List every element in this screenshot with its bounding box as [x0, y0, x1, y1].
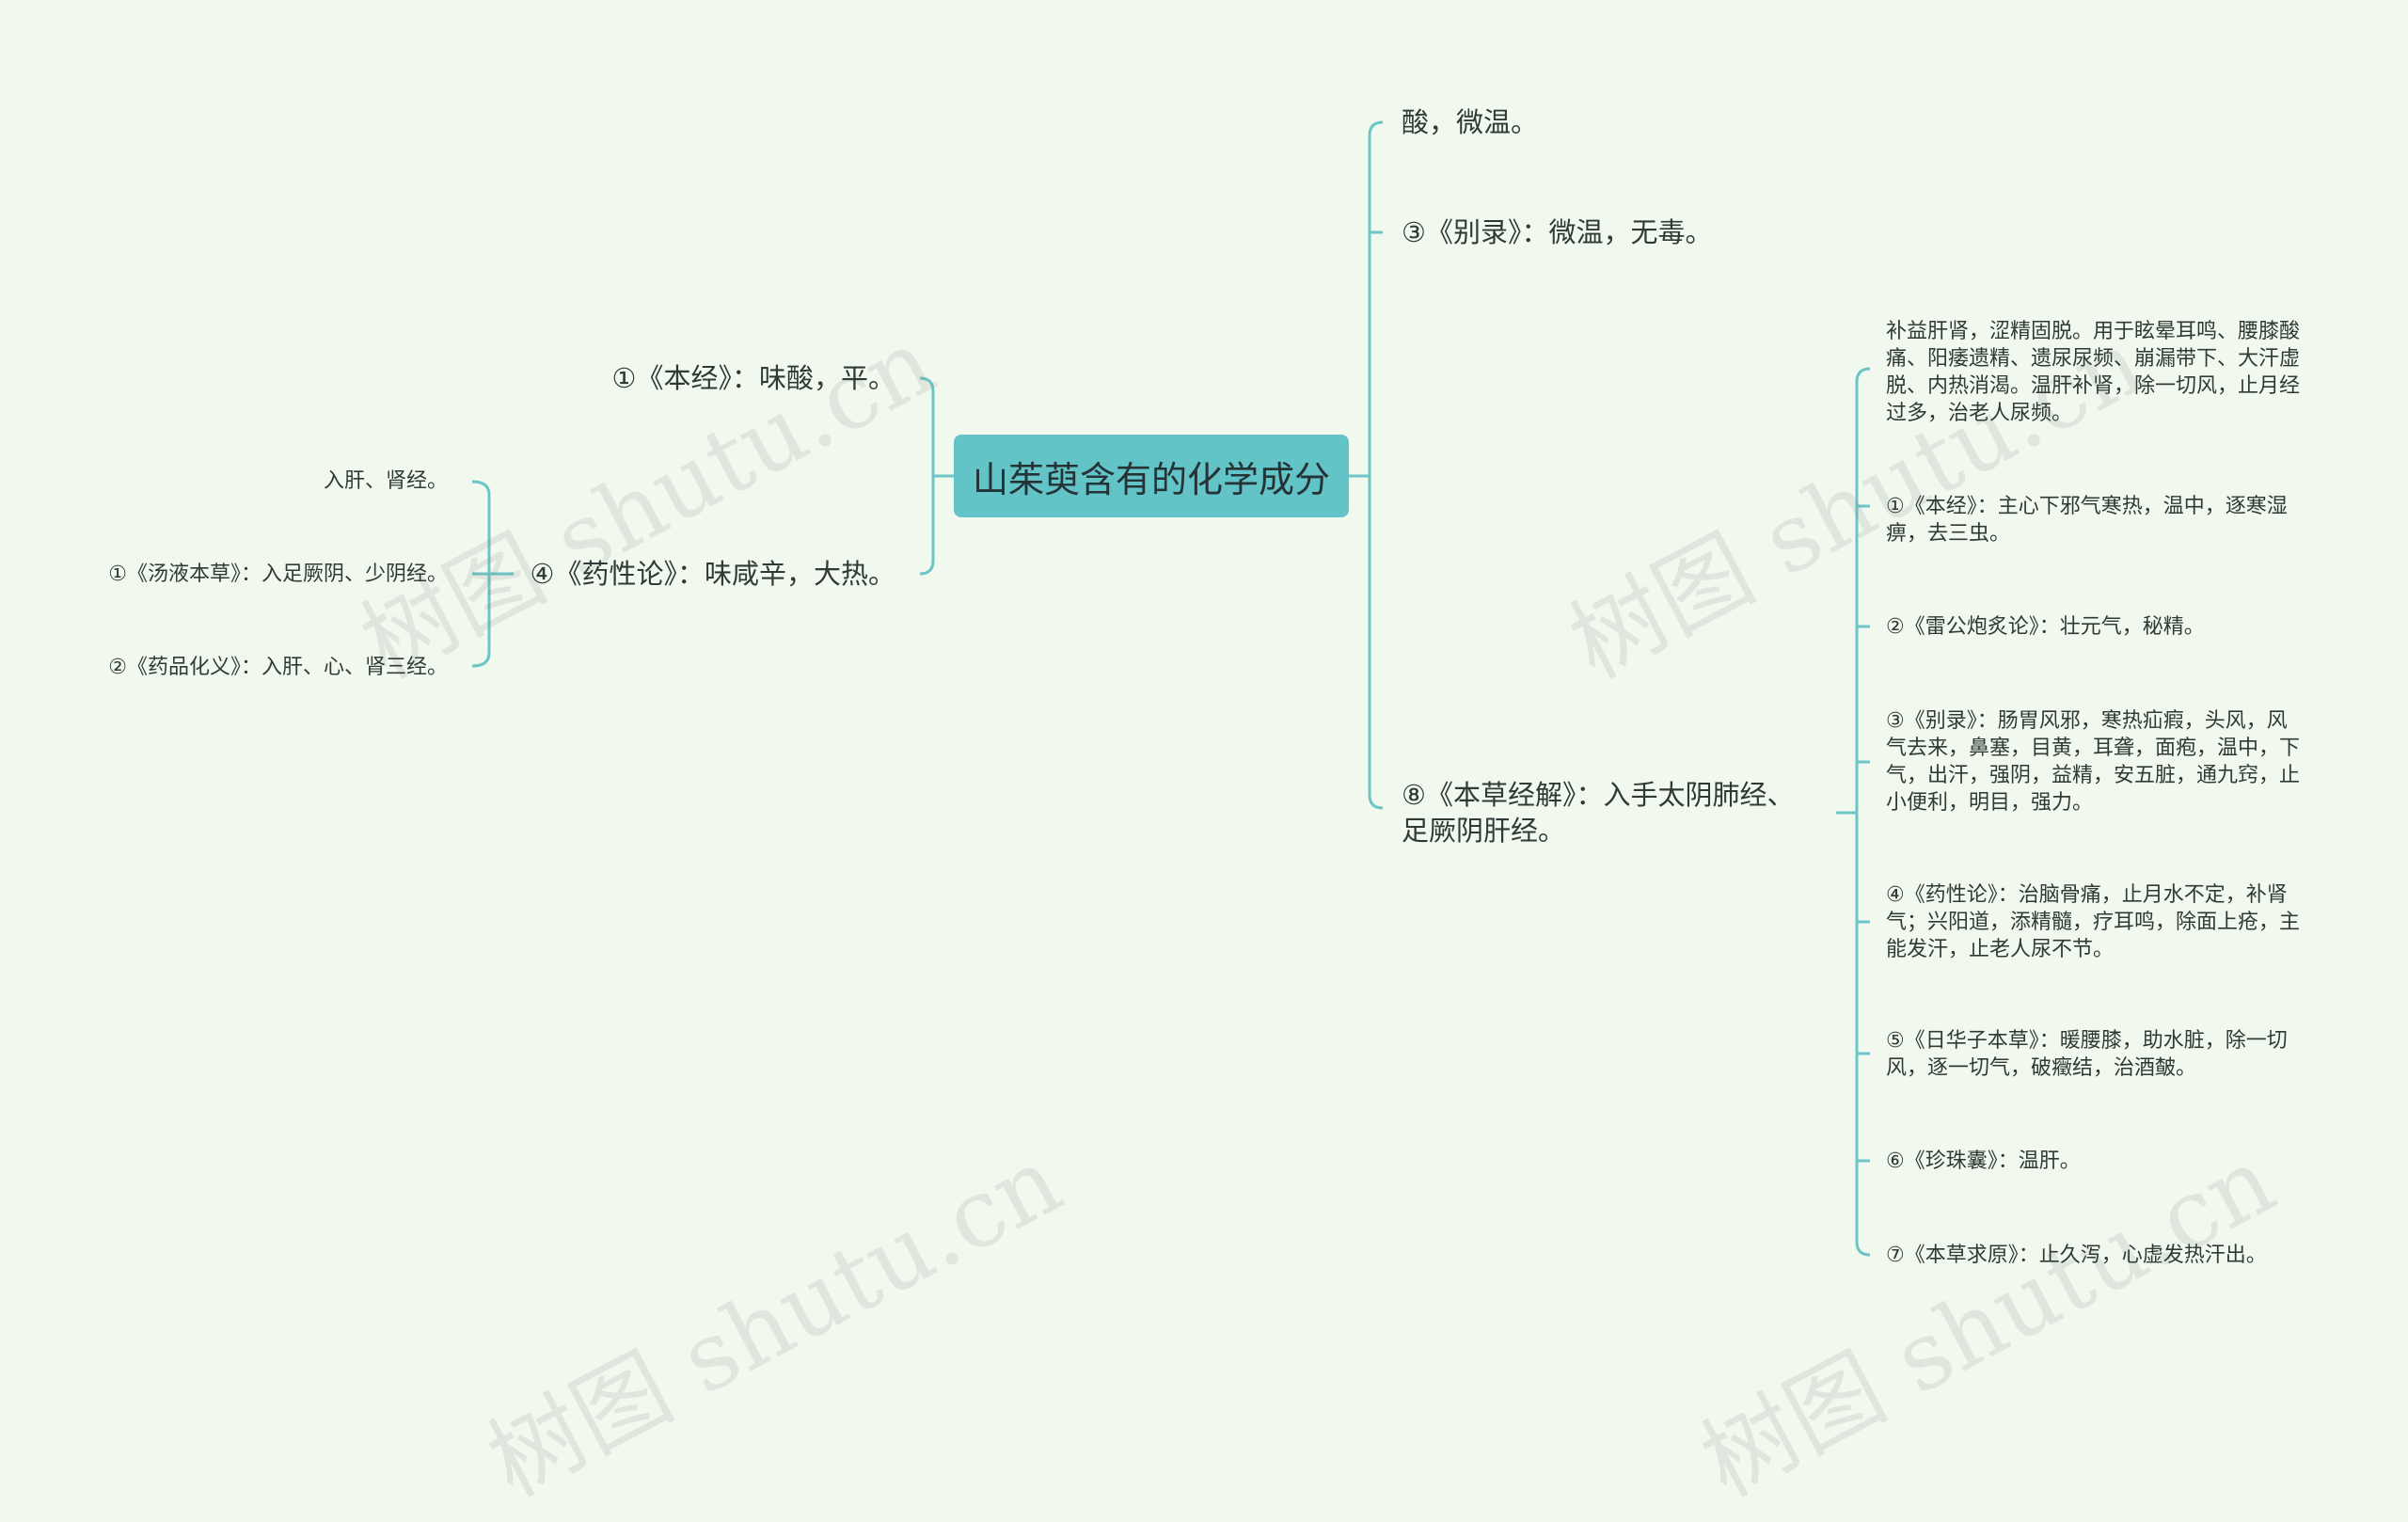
right-sub-item[interactable]: ④《药性论》：治脑骨痛，止月水不定，补肾 气；兴阳道，添精髓，疗耳鸣，除面上疮，…	[1886, 883, 2301, 961]
connector-lines	[471, 120, 1871, 1257]
right-sub-item[interactable]: ②《雷公炮炙论》：壮元气，秘精。	[1886, 615, 2205, 639]
right-sub-item[interactable]: ①《本经》：主心下邪气寒热，温中，逐寒湿 痹，去三虫。	[1886, 495, 2288, 546]
root-topic[interactable]: 山茱萸含有的化学成分	[954, 435, 1349, 517]
branch-right-3[interactable]: ⑧《本草经解》：入手太阴肺经、 足厥阴肝经。	[1402, 779, 1795, 847]
right-sub-item[interactable]: ⑦《本草求原》：止久泻，心虚发热汗出。	[1886, 1244, 2267, 1267]
branch-left-1[interactable]: ①《本经》：味酸，平。	[611, 362, 896, 394]
right-sub-item[interactable]: ⑤《日华子本草》：暖腰膝，助水脏，除一切 风，逐一切气，破癥结，治酒皶。	[1886, 1029, 2288, 1080]
branch-right-1[interactable]: 酸，微温。	[1402, 106, 1539, 138]
left-sub-item[interactable]: ①《汤液本草》：入足厥阴、少阴经。	[108, 563, 448, 586]
right-sub-item[interactable]: ⑥《珍珠囊》：温肝。	[1886, 1149, 2081, 1173]
bracket-left-main	[919, 376, 935, 576]
right-sub-item[interactable]: 补益肝肾，涩精固脱。用于眩晕耳鸣、腰膝酸 痛、阳痿遗精、遗尿尿频、崩漏带下、大汗…	[1886, 320, 2301, 425]
branch-right-2[interactable]: ③《别录》：微温，无毒。	[1402, 216, 1713, 248]
left-sub-item[interactable]: 入肝、肾经。	[323, 469, 448, 493]
bracket-right-sub	[1855, 367, 1871, 1257]
right-sub-item[interactable]: ③《别录》：肠胃风邪，寒热疝瘕，头风，风 气去来，鼻塞，目黄，耳聋，面疱，温中，…	[1886, 709, 2301, 815]
bracket-right-main	[1368, 120, 1384, 810]
branch-left-2[interactable]: ④《药性论》：味咸辛，大热。	[530, 558, 896, 590]
left-sub-item[interactable]: ②《药品化义》：入肝、心、肾三经。	[108, 656, 448, 679]
